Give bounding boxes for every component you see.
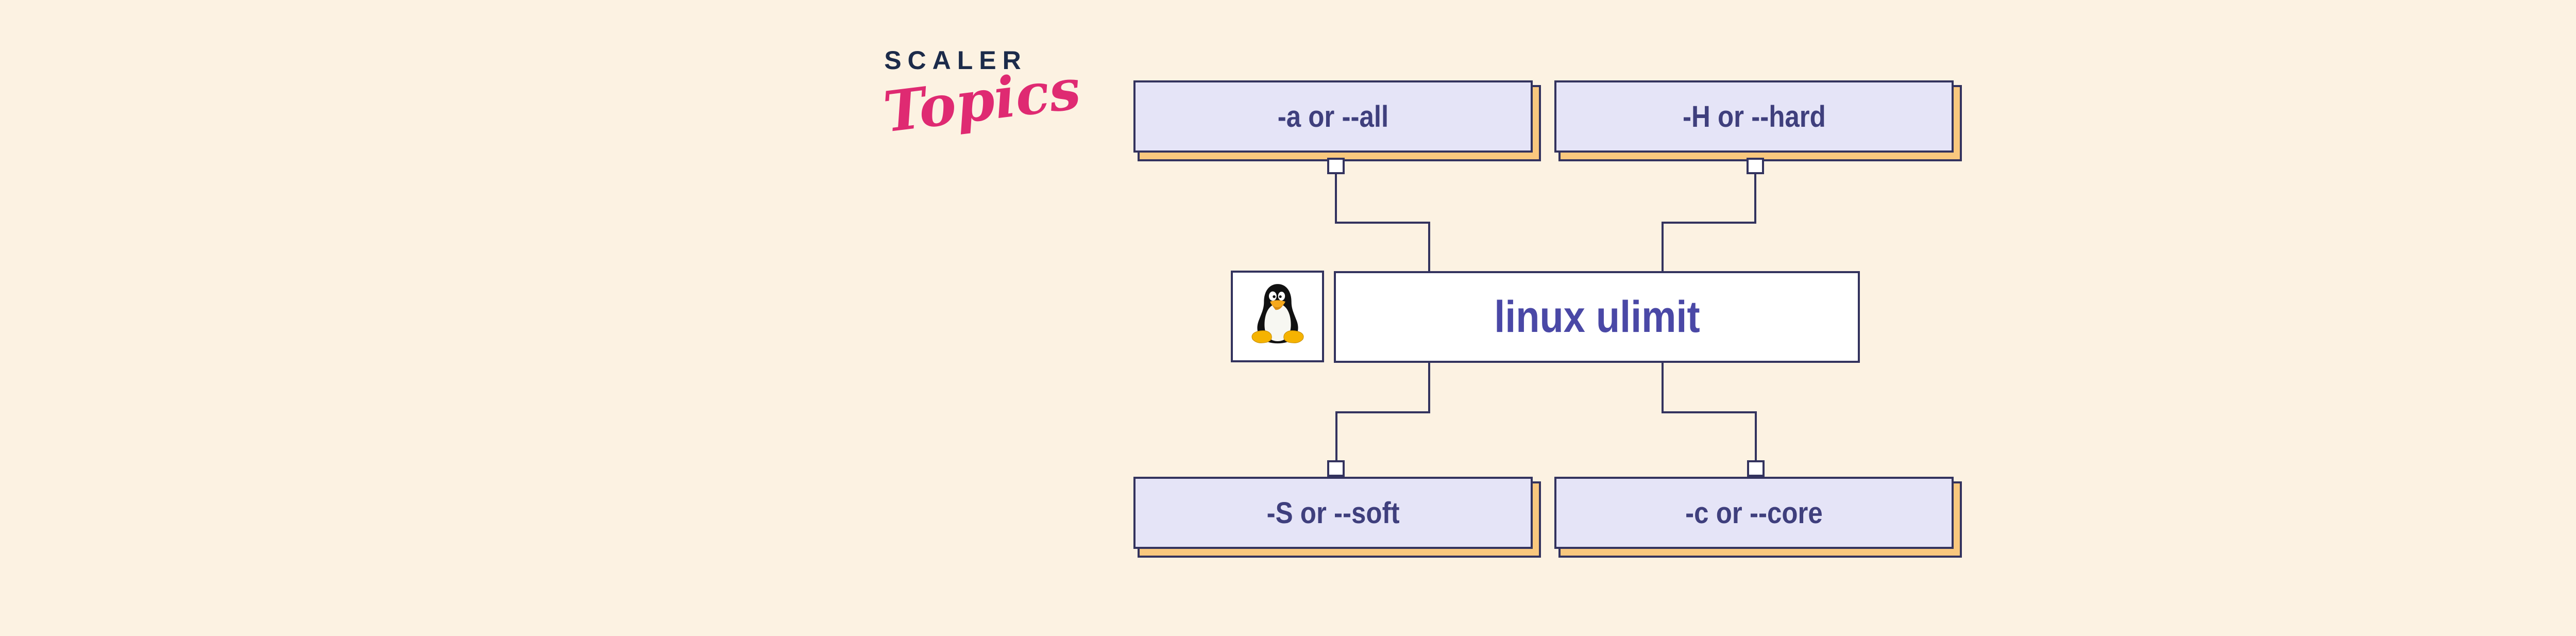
- node-label: -S or --soft: [1266, 496, 1400, 530]
- node-a-or-all: -a or --all: [1133, 80, 1533, 153]
- connector-line: [1754, 173, 1756, 224]
- connector-line: [1335, 222, 1430, 224]
- node-label: -a or --all: [1277, 99, 1389, 133]
- connector-port: [1747, 460, 1765, 477]
- logo-sub-text: Topics: [880, 56, 1084, 145]
- connector-line: [1662, 222, 1664, 273]
- connector-line: [1335, 411, 1337, 461]
- node-c-or-core: -c or --core: [1554, 477, 1954, 549]
- connector-line: [1662, 361, 1664, 413]
- connector-line: [1755, 411, 1757, 461]
- connector-line: [1335, 411, 1430, 413]
- node-h-or-hard: -H or --hard: [1554, 80, 1954, 153]
- center-title-box: linux ulimit: [1334, 271, 1860, 363]
- node-s-or-soft: -S or --soft: [1133, 477, 1533, 549]
- center-title: linux ulimit: [1494, 292, 1700, 342]
- connector-line: [1428, 222, 1430, 273]
- connector-line: [1662, 411, 1757, 413]
- tux-image-box: [1231, 271, 1324, 362]
- connector-port: [1327, 460, 1345, 477]
- connector-line: [1662, 222, 1756, 224]
- tux-penguin-icon: [1251, 284, 1304, 344]
- connector-line: [1335, 173, 1337, 224]
- node-label: -H or --hard: [1682, 99, 1826, 133]
- connector-line: [1428, 361, 1430, 413]
- node-label: -c or --core: [1685, 496, 1823, 530]
- connector-port: [1747, 158, 1764, 174]
- scaler-topics-logo: SCALER Topics: [880, 45, 1084, 145]
- connector-port: [1327, 158, 1345, 174]
- logo-brand-text: SCALER: [884, 46, 1027, 75]
